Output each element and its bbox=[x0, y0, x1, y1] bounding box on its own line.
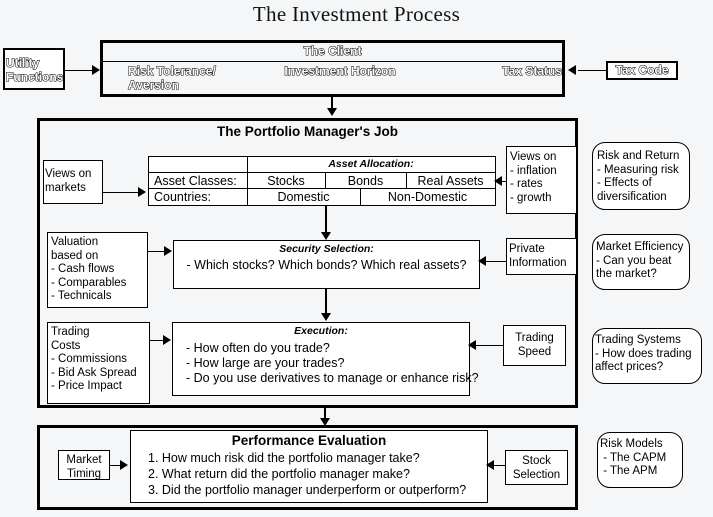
allocation-rule-under-section-label bbox=[149, 172, 495, 173]
connector-taxcode-to-client bbox=[578, 70, 608, 71]
performance-evaluation-frame bbox=[37, 425, 578, 510]
arrowhead-macroviews-to-allocation bbox=[494, 176, 502, 186]
allocation-col-divider-domestic bbox=[360, 188, 361, 205]
views-on-markets-box bbox=[43, 160, 103, 204]
allocation-col-divider-stocks-bonds bbox=[325, 172, 326, 188]
trading-costs-label: Trading Costs - Commissions - Bid Ask Sp… bbox=[51, 326, 137, 393]
allocation-cell-stocks: Stocks bbox=[267, 174, 305, 188]
connector-private-info-to-security bbox=[480, 261, 506, 262]
market-timing-box bbox=[58, 450, 110, 480]
client-box-divider bbox=[102, 61, 563, 62]
security-selection-line: - Which stocks? Which bonds? Which real … bbox=[186, 258, 467, 272]
views-on-markets-label: Views on markets bbox=[45, 168, 92, 194]
market-timing-label: Market Timing bbox=[66, 454, 102, 480]
arrowhead-security-to-execution bbox=[321, 313, 331, 321]
client-investment-horizon-label: Investment Horizon bbox=[284, 63, 396, 78]
utility-functions-label: Utility Functions bbox=[6, 55, 64, 85]
allocation-cell-bonds: Bonds bbox=[347, 174, 384, 188]
arrowhead-utility-to-client bbox=[92, 65, 100, 75]
arrowhead-stock-selection-to-performance bbox=[486, 460, 494, 470]
arrowhead-views-to-allocation bbox=[138, 187, 146, 197]
allocation-col-divider-label bbox=[247, 157, 248, 205]
connector-views-to-allocation bbox=[103, 192, 141, 193]
trading-speed-label: Trading Speed bbox=[515, 332, 554, 358]
client-heading: The Client bbox=[303, 43, 362, 58]
trading-speed-box bbox=[503, 325, 566, 366]
allocation-cell-real-assets: Real Assets bbox=[417, 174, 484, 188]
performance-evaluation-box bbox=[130, 430, 488, 503]
valuation-label: Valuation based on - Cash flows - Compar… bbox=[51, 236, 127, 303]
execution-box bbox=[172, 322, 470, 396]
execution-line-3: - Do you use derivatives to manage or en… bbox=[186, 371, 479, 385]
topic-risk-models-label: Risk Models - The CAPM - The APM bbox=[600, 438, 667, 478]
private-information-label: Private Information bbox=[509, 243, 567, 269]
client-risk-tolerance-label: Risk Tolerance/ Aversion bbox=[128, 63, 217, 93]
allocation-cell-domestic: Domestic bbox=[277, 190, 330, 204]
views-on-macro-label: Views on - inflation - rates - growth bbox=[510, 151, 557, 204]
performance-heading: Performance Evaluation bbox=[231, 433, 387, 448]
arrowhead-private-info-to-security bbox=[478, 256, 486, 266]
connector-macroviews-to-allocation bbox=[496, 181, 510, 182]
stock-selection-box bbox=[505, 450, 568, 485]
arrowhead-pm-to-performance bbox=[320, 418, 330, 426]
arrowhead-market-timing-to-performance bbox=[120, 460, 128, 470]
asset-allocation-section-label: Asset Allocation: bbox=[328, 158, 414, 170]
topic-trading-systems-label: Trading Systems - How does trading affec… bbox=[595, 334, 692, 374]
stock-selection-label: Stock Selection bbox=[512, 455, 561, 481]
performance-line-2: 2. What return did the portfolio manager… bbox=[148, 467, 410, 481]
connector-client-to-pm bbox=[331, 97, 333, 111]
views-on-macro-box bbox=[506, 146, 577, 214]
tax-code-label: Tax Code bbox=[615, 62, 669, 77]
connector-utility-to-client bbox=[65, 70, 95, 71]
topic-risk-and-return-label: Risk and Return - Measuring risk - Effec… bbox=[597, 150, 680, 203]
security-selection-section-label: Security Selection: bbox=[279, 243, 374, 255]
topic-market-efficiency-capsule bbox=[592, 234, 690, 290]
arrowhead-trading-speed-to-execution bbox=[468, 340, 476, 350]
execution-line-1: - How often do you trade? bbox=[186, 341, 330, 355]
arrowhead-allocation-to-security bbox=[321, 232, 331, 240]
topic-risk-and-return-capsule bbox=[592, 142, 690, 210]
topic-trading-systems-capsule bbox=[592, 328, 702, 384]
arrowhead-valuation-to-security bbox=[164, 246, 172, 256]
pm-job-heading: The Portfolio Manager's Job bbox=[217, 124, 398, 139]
allocation-row-label-countries: Countries: bbox=[154, 190, 211, 204]
performance-line-3: 3. Did the portfolio manager underperfor… bbox=[148, 483, 467, 497]
connector-stock-selection-to-performance bbox=[488, 465, 506, 466]
connector-allocation-to-security bbox=[325, 206, 327, 234]
performance-line-1: 1. How much risk did the portfolio manag… bbox=[148, 451, 420, 465]
connector-market-timing-to-performance bbox=[110, 465, 124, 466]
security-selection-box bbox=[173, 240, 480, 289]
topic-market-efficiency-label: Market Efficiency - Can you beat the mar… bbox=[596, 241, 684, 281]
arrowhead-costs-to-execution bbox=[163, 335, 171, 345]
asset-allocation-table bbox=[148, 156, 496, 206]
utility-functions-box bbox=[3, 48, 65, 90]
execution-line-2: - How large are your trades? bbox=[186, 356, 345, 370]
connector-costs-to-execution bbox=[150, 340, 166, 341]
valuation-box bbox=[47, 232, 148, 308]
tax-code-box bbox=[606, 61, 678, 80]
allocation-cell-non-domestic: Non-Domestic bbox=[387, 190, 468, 204]
arrowhead-client-to-pm bbox=[327, 108, 337, 116]
allocation-row-label-asset-classes: Asset Classes: bbox=[154, 174, 237, 188]
execution-section-label: Execution: bbox=[294, 325, 348, 337]
allocation-rule-between-rows bbox=[149, 188, 495, 189]
connector-valuation-to-security bbox=[148, 251, 168, 252]
connector-trading-speed-to-execution bbox=[470, 345, 503, 346]
page-title: The Investment Process bbox=[252, 2, 461, 26]
trading-costs-box bbox=[47, 322, 150, 404]
topic-risk-models-capsule bbox=[597, 432, 683, 488]
arrowhead-taxcode-to-client bbox=[568, 65, 576, 75]
private-information-box bbox=[506, 238, 577, 275]
client-box bbox=[100, 40, 565, 97]
client-tax-status-label: Tax Status bbox=[502, 63, 563, 78]
connector-pm-to-performance bbox=[324, 408, 326, 420]
allocation-col-divider-bonds-real bbox=[406, 172, 407, 188]
connector-security-to-execution bbox=[325, 289, 327, 315]
